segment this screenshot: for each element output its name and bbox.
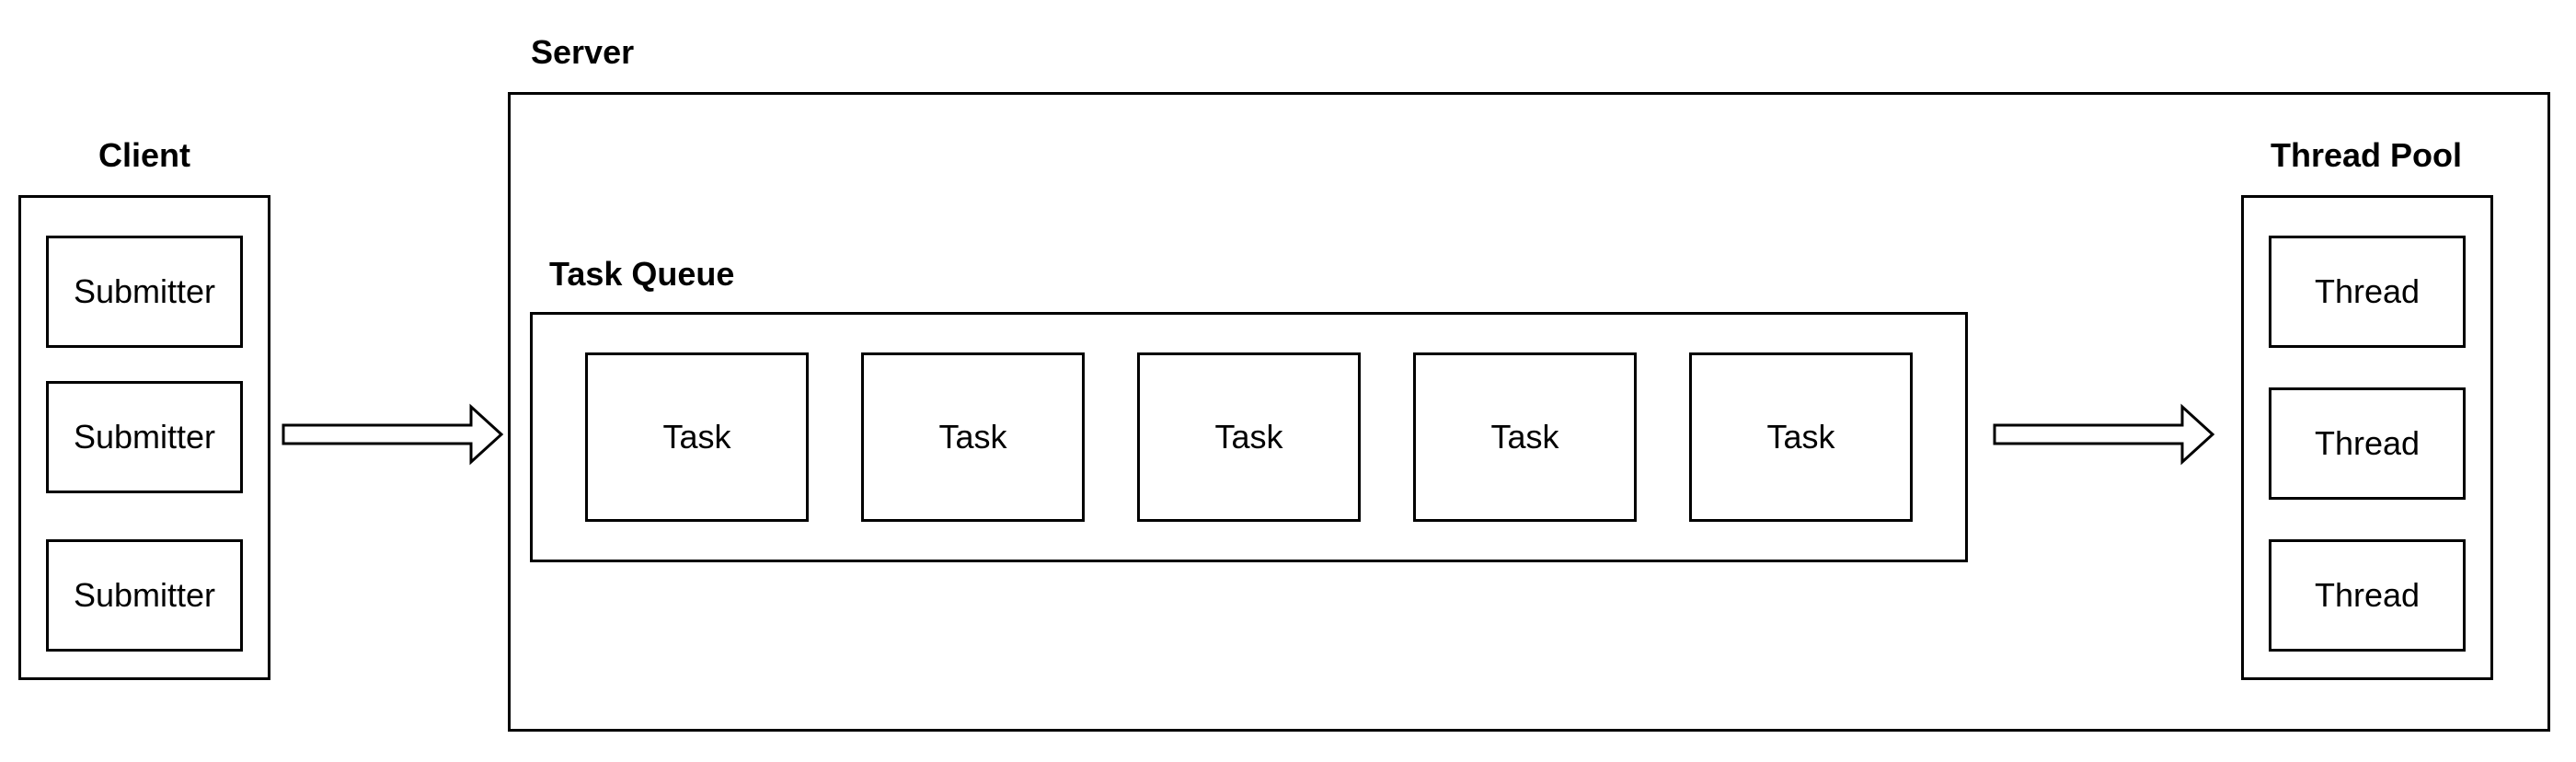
task-node: Task [585, 352, 809, 522]
client-title: Client [98, 136, 191, 174]
submitter-node: Submitter [46, 381, 243, 493]
task-node: Task [861, 352, 1085, 522]
task-node: Task [1137, 352, 1361, 522]
thread-pool-title: Thread Pool [2271, 136, 2463, 174]
task-node: Task [1689, 352, 1913, 522]
client-to-server-arrow [282, 403, 504, 466]
server-title: Server [531, 33, 635, 71]
submitter-node: Submitter [46, 539, 243, 652]
queue-to-threadpool-arrow [1993, 403, 2215, 466]
thread-node: Thread [2269, 236, 2466, 348]
submitter-node: Submitter [46, 236, 243, 348]
task-node: Task [1413, 352, 1637, 522]
task-queue-title: Task Queue [549, 255, 735, 293]
thread-node: Thread [2269, 387, 2466, 500]
thread-node: Thread [2269, 539, 2466, 652]
